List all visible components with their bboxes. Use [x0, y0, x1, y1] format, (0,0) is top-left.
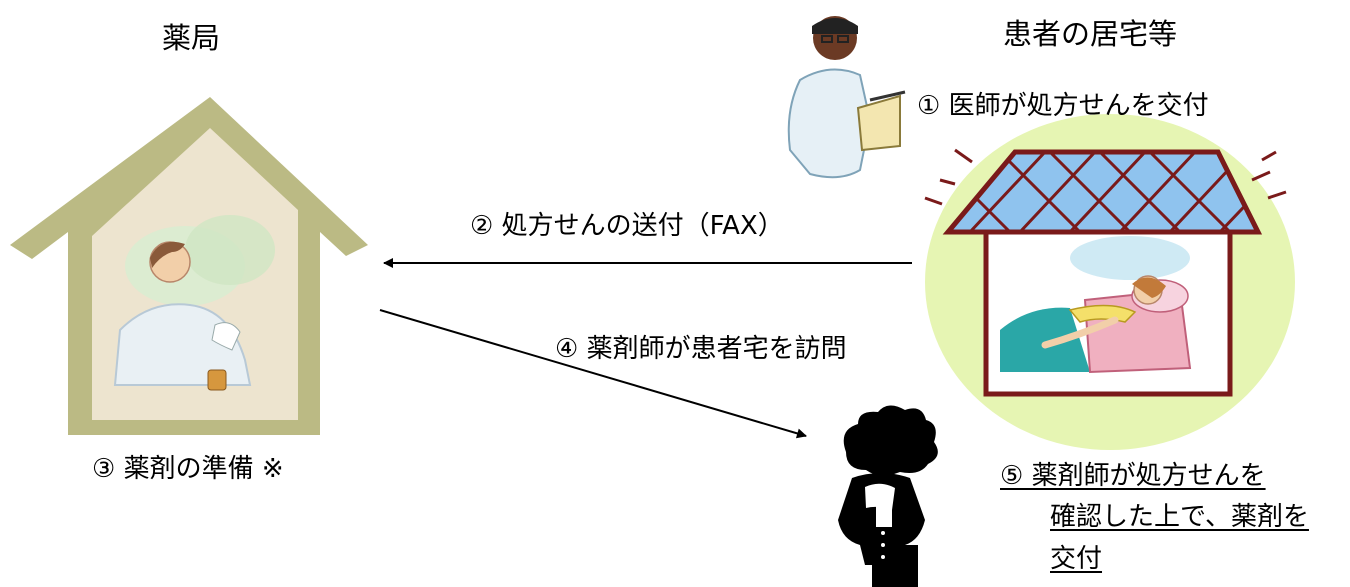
- step4-label: ④ 薬剤師が患者宅を訪問: [555, 334, 847, 364]
- step5-label-line3: 交付: [1050, 544, 1103, 574]
- doctor-icon: [787, 16, 906, 179]
- step5-text-line1: ⑤ 薬剤師が処方せんを: [1000, 461, 1266, 491]
- step5-label-line1: ⑤ 薬剤師が処方せんを: [1000, 461, 1266, 492]
- step2-label: ② 処方せんの送付（FAX）: [470, 211, 784, 241]
- step3-label: ③ 薬剤の準備 ※: [92, 454, 284, 484]
- arrow-visit: [379, 309, 807, 439]
- pharmacy-title: 薬局: [162, 21, 221, 55]
- pharmacist-working-icon: [113, 215, 275, 391]
- step1-label: ① 医師が処方せんを交付: [917, 91, 1209, 121]
- visiting-pharmacist-icon: [838, 405, 938, 587]
- home-title: 患者の居宅等: [1003, 17, 1178, 51]
- step5-label-line2: 確認した上で、薬剤を: [1050, 502, 1309, 532]
- house-emphasis-lines: [924, 148, 1287, 206]
- sleeping-patient-icon: [1000, 236, 1192, 374]
